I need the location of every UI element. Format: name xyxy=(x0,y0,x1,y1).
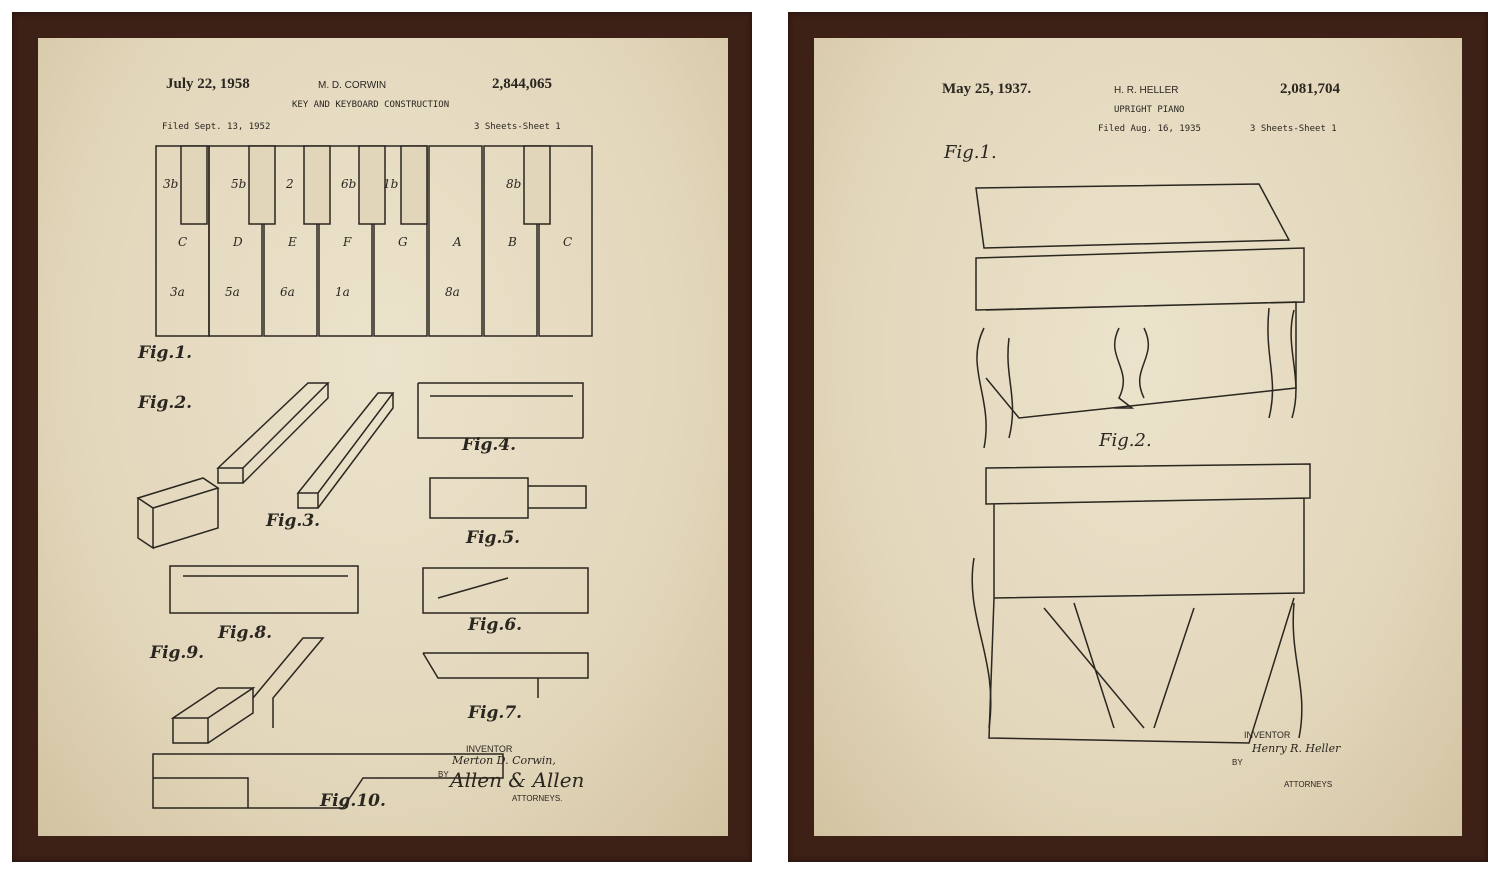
patent-title: UPRIGHT PIANO xyxy=(1114,105,1185,115)
black-key xyxy=(303,145,331,225)
sheets: 3 Sheets-Sheet 1 xyxy=(474,122,561,132)
white-key xyxy=(263,145,318,337)
left-patent-print: July 22, 1958 M. D. CORWIN 2,844,065 KEY… xyxy=(38,38,728,836)
inventor-label: INVENTOR xyxy=(1244,730,1291,740)
figure-label: Fig.2. xyxy=(137,393,192,413)
filed-date: Filed Sept. 13, 1952 xyxy=(162,122,271,132)
figure-label: Fig.10. xyxy=(319,791,386,811)
white-key xyxy=(428,145,483,337)
piano-legs xyxy=(976,307,1297,449)
sheets: 3 Sheets-Sheet 1 xyxy=(1250,124,1337,134)
fig5-drawing xyxy=(429,477,587,519)
fig7-drawing xyxy=(422,652,589,698)
attorneys-label: ATTORNEYS xyxy=(1284,780,1333,789)
patent-date: July 22, 1958 xyxy=(166,76,250,92)
piano-interior-drawing xyxy=(985,463,1311,744)
white-key xyxy=(538,145,593,337)
piano-drawing: Fig.1. Fig.2. xyxy=(943,142,1311,744)
key-end-drawing xyxy=(136,477,220,550)
piano-legs-fig2 xyxy=(971,557,1303,739)
black-key-label: 6b xyxy=(341,177,356,191)
black-key xyxy=(180,145,208,225)
inventor-name: Merton D. Corwin, xyxy=(452,754,556,767)
black-key xyxy=(248,145,276,225)
inventor-header: M. D. CORWIN xyxy=(318,80,387,91)
key-note-label: C xyxy=(178,235,187,249)
key-number-label: 8a xyxy=(445,285,460,299)
piano-lyre xyxy=(1113,327,1150,409)
patent-title: KEY AND KEYBOARD CONSTRUCTION xyxy=(292,100,450,110)
fig10-drawing xyxy=(152,753,504,809)
black-key-label: 1b xyxy=(383,177,398,191)
attorneys-label: ATTORNEYS. xyxy=(512,794,563,803)
right-patent-print: May 25, 1937. H. R. HELLER 2,081,704 UPR… xyxy=(814,38,1462,836)
signature: Henry R. Heller xyxy=(1252,742,1341,755)
black-key xyxy=(358,145,386,225)
right-frame: May 25, 1937. H. R. HELLER 2,081,704 UPR… xyxy=(788,12,1488,862)
figure-label: Fig.1. xyxy=(137,343,192,363)
figure-label: Fig.7. xyxy=(467,703,522,723)
patent-number: 2,844,065 xyxy=(492,76,552,92)
key-note-label: F xyxy=(342,235,352,249)
key-number-label: 6a xyxy=(280,285,295,299)
key-note-label: B xyxy=(507,235,517,249)
figure-label: Fig.4. xyxy=(461,435,516,455)
key-note-label: C xyxy=(563,235,572,249)
filed-date: Filed Aug. 16, 1935 xyxy=(1098,124,1201,134)
key-note-label: E xyxy=(287,235,297,249)
fig9-drawing xyxy=(170,637,325,744)
black-key xyxy=(523,145,551,225)
black-key-label: 3b xyxy=(163,177,178,191)
key-number-label: 5a xyxy=(225,285,240,299)
key-note-label: A xyxy=(452,235,462,249)
signature: Allen & Allen xyxy=(450,768,585,792)
patent-date: May 25, 1937. xyxy=(942,81,1032,97)
key-number-label: 3a xyxy=(170,285,185,299)
fig6-drawing xyxy=(422,567,589,614)
figure-label: Fig.6. xyxy=(467,615,522,635)
figure-label: Fig.3. xyxy=(265,511,320,531)
black-key-label: 5b xyxy=(231,177,246,191)
left-frame: July 22, 1958 M. D. CORWIN 2,844,065 KEY… xyxy=(12,12,752,862)
key-note-label: D xyxy=(232,235,243,249)
fig2-key-drawing xyxy=(216,382,330,484)
white-key xyxy=(318,145,373,337)
figure-label: Fig.8. xyxy=(217,623,272,643)
figure-label: Fig.1. xyxy=(943,142,997,163)
figure-label: Fig.5. xyxy=(465,528,520,548)
fig3-key-drawing xyxy=(296,392,395,509)
patent-number: 2,081,704 xyxy=(1280,81,1340,97)
by-label: BY xyxy=(438,770,449,779)
fig4-drawing xyxy=(417,382,584,439)
black-key-label: 8b xyxy=(506,177,521,191)
black-key xyxy=(400,145,428,225)
figure-label: Fig.9. xyxy=(149,643,204,663)
inventor-label: INVENTOR xyxy=(466,744,513,754)
key-number-label: 1a xyxy=(335,285,350,299)
white-key xyxy=(208,145,263,337)
inventor-header: H. R. HELLER xyxy=(1114,85,1179,96)
white-key xyxy=(483,145,538,337)
by-label: BY xyxy=(1232,758,1243,767)
figure-label: Fig.2. xyxy=(1098,430,1152,451)
black-key-label: 2 xyxy=(285,177,294,191)
key-note-label: G xyxy=(398,235,408,249)
fig8-drawing xyxy=(169,565,359,614)
